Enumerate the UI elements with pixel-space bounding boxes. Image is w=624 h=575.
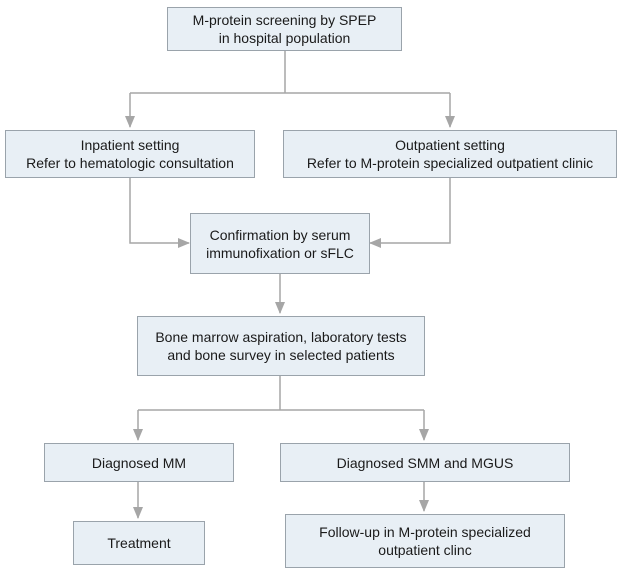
connector-workup-split xyxy=(138,376,424,411)
node-workup-line-2: and bone survey in selected patients xyxy=(167,347,395,363)
node-screening-line-1: M-protein screening by SPEP xyxy=(192,12,377,28)
connector-screening-split xyxy=(130,50,450,94)
node-treatment: Treatment xyxy=(73,521,205,565)
node-workup-line-1: Bone marrow aspiration, laboratory tests xyxy=(155,329,407,345)
node-mm: Diagnosed MM xyxy=(44,443,234,482)
node-followup-line-2: outpatient clinc xyxy=(378,542,472,558)
node-outpatient-line-1: Outpatient setting xyxy=(395,137,505,153)
node-inpatient-line-2: Refer to hematologic consultation xyxy=(26,155,234,171)
node-screening-line-2: in hospital population xyxy=(218,30,351,46)
node-followup-line-1: Follow-up in M-protein specialized xyxy=(319,524,531,540)
node-confirmation-line-2: immunofixation or sFLC xyxy=(206,244,354,261)
node-smm-mgus-line-1: Diagnosed SMM and MGUS xyxy=(336,454,514,471)
node-workup: Bone marrow aspiration, laboratory tests… xyxy=(137,316,425,376)
node-smm-mgus: Diagnosed SMM and MGUS xyxy=(280,443,570,482)
node-followup: Follow-up in M-protein specialized outpa… xyxy=(285,514,565,568)
node-confirmation-line-1: Confirmation by serum xyxy=(209,226,351,243)
arrow-inpatient-to-confirmation xyxy=(129,178,190,248)
node-outpatient: Outpatient setting Refer to M-protein sp… xyxy=(283,130,617,178)
node-outpatient-line-2: Refer to M-protein specialized outpatien… xyxy=(306,155,594,171)
node-inpatient-line-1: Inpatient setting xyxy=(80,137,180,153)
node-screening: M-protein screening by SPEP in hospital … xyxy=(167,7,402,51)
node-mm-line-1: Diagnosed MM xyxy=(91,454,187,471)
arrow-outpatient-to-confirmation xyxy=(369,178,451,248)
node-confirmation: Confirmation by serum immunofixation or … xyxy=(190,213,370,274)
node-treatment-line-1: Treatment xyxy=(107,535,171,551)
node-inpatient: Inpatient setting Refer to hematologic c… xyxy=(5,130,255,178)
